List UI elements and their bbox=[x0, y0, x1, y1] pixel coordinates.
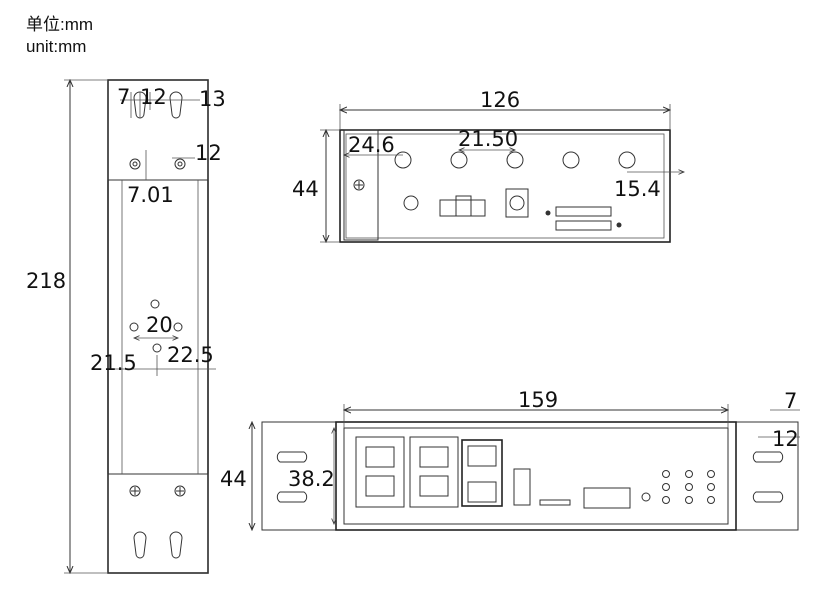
keyhole-slot-icon bbox=[169, 91, 183, 119]
port-hole-icon bbox=[618, 151, 636, 169]
ear-slot-icon bbox=[276, 451, 308, 463]
dim-upper-hole-dx: 12 bbox=[195, 141, 222, 165]
bracket-top-plate bbox=[107, 79, 209, 181]
mount-hole-icon bbox=[152, 343, 162, 353]
status-led-icon bbox=[641, 492, 651, 502]
front-view: 159 44 38.2 7 12 bbox=[220, 388, 800, 530]
dim-side-height: 218 bbox=[26, 269, 66, 293]
rj45-port-icon bbox=[419, 446, 449, 468]
console-port-icon bbox=[583, 487, 631, 509]
dim-top-length: 126 bbox=[480, 88, 520, 112]
mount-hole-icon bbox=[173, 322, 183, 332]
sfp-cage-icon bbox=[461, 439, 503, 507]
rj45-port-icon bbox=[365, 475, 395, 497]
top-view: 126 44 24.6 21.50 15.4 bbox=[292, 88, 684, 242]
units-label-en: unit:mm bbox=[26, 37, 87, 56]
ground-screw-icon bbox=[403, 195, 419, 211]
terminal-block-icon bbox=[439, 199, 486, 217]
rj45-port-icon bbox=[365, 446, 395, 468]
ear-slot-icon bbox=[752, 491, 784, 503]
ear-slot-icon bbox=[752, 451, 784, 463]
keyhole-slot-icon bbox=[133, 91, 147, 119]
top-view-ear bbox=[343, 129, 379, 241]
side-view: 218 7 12 13 12 7.01 20 21.5 22.5 bbox=[26, 80, 226, 573]
dim-top-right-offset: 15.4 bbox=[614, 177, 661, 201]
top-view-outline bbox=[339, 129, 671, 243]
led-dot-icon bbox=[616, 222, 622, 228]
fuse-holder-icon bbox=[555, 220, 612, 231]
rj45-block-icon bbox=[355, 436, 405, 508]
dim-front-ear-offset: 7 bbox=[784, 389, 797, 413]
sfp-port-icon bbox=[467, 445, 497, 467]
dim-front-ear-slot: 12 bbox=[772, 427, 799, 451]
rj45-port-icon bbox=[419, 475, 449, 497]
dim-front-length: 159 bbox=[518, 388, 558, 412]
dim-mid-hole-spacing: 20 bbox=[146, 313, 173, 337]
rj45-block-icon bbox=[409, 436, 459, 508]
port-hole-icon bbox=[450, 151, 468, 169]
bracket-bottom-plate bbox=[107, 473, 209, 574]
screw-hole-icon bbox=[353, 179, 365, 191]
mount-hole-icon bbox=[129, 322, 139, 332]
dim-top-offset: 7 bbox=[117, 85, 130, 109]
port-hole-icon bbox=[562, 151, 580, 169]
keyhole-slot-icon bbox=[169, 531, 183, 559]
reset-slot-icon bbox=[539, 499, 571, 506]
dim-top-slot-spacing: 12 bbox=[140, 85, 167, 109]
dim-mid-left: 21.5 bbox=[90, 351, 137, 375]
front-panel bbox=[343, 427, 729, 525]
sfp-port-icon bbox=[467, 481, 497, 503]
units-label-cn: 单位:mm bbox=[26, 15, 94, 34]
dim-front-height: 44 bbox=[220, 467, 247, 491]
dim-upper-hole-dy: 7.01 bbox=[127, 183, 174, 207]
dim-top-hole-spacing: 21.50 bbox=[458, 127, 518, 151]
usb-port-icon bbox=[513, 468, 531, 506]
fuse-holder-icon bbox=[555, 206, 612, 217]
dim-front-panel-height: 38.2 bbox=[288, 467, 335, 491]
dim-mid-right: 22.5 bbox=[167, 343, 214, 367]
screw-hole-icon bbox=[129, 485, 141, 497]
dim-top-left-offset: 24.6 bbox=[348, 133, 395, 157]
screw-hole-icon bbox=[174, 485, 186, 497]
mount-hole-icon bbox=[150, 299, 160, 309]
port-hole-icon bbox=[506, 151, 524, 169]
dim-top-slot-width: 13 bbox=[199, 87, 226, 111]
port-hole-icon bbox=[394, 151, 412, 169]
front-view-outline bbox=[335, 421, 737, 531]
ear-slot-icon bbox=[276, 491, 308, 503]
led-dot-icon bbox=[545, 210, 551, 216]
power-jack-icon bbox=[505, 188, 529, 218]
units-legend: 单位:mm unit:mm bbox=[26, 14, 93, 58]
screw-hole-icon bbox=[174, 158, 186, 170]
screw-hole-icon bbox=[129, 158, 141, 170]
dim-top-height: 44 bbox=[292, 177, 319, 201]
led-grid-icon bbox=[662, 470, 715, 504]
keyhole-slot-icon bbox=[133, 531, 147, 559]
